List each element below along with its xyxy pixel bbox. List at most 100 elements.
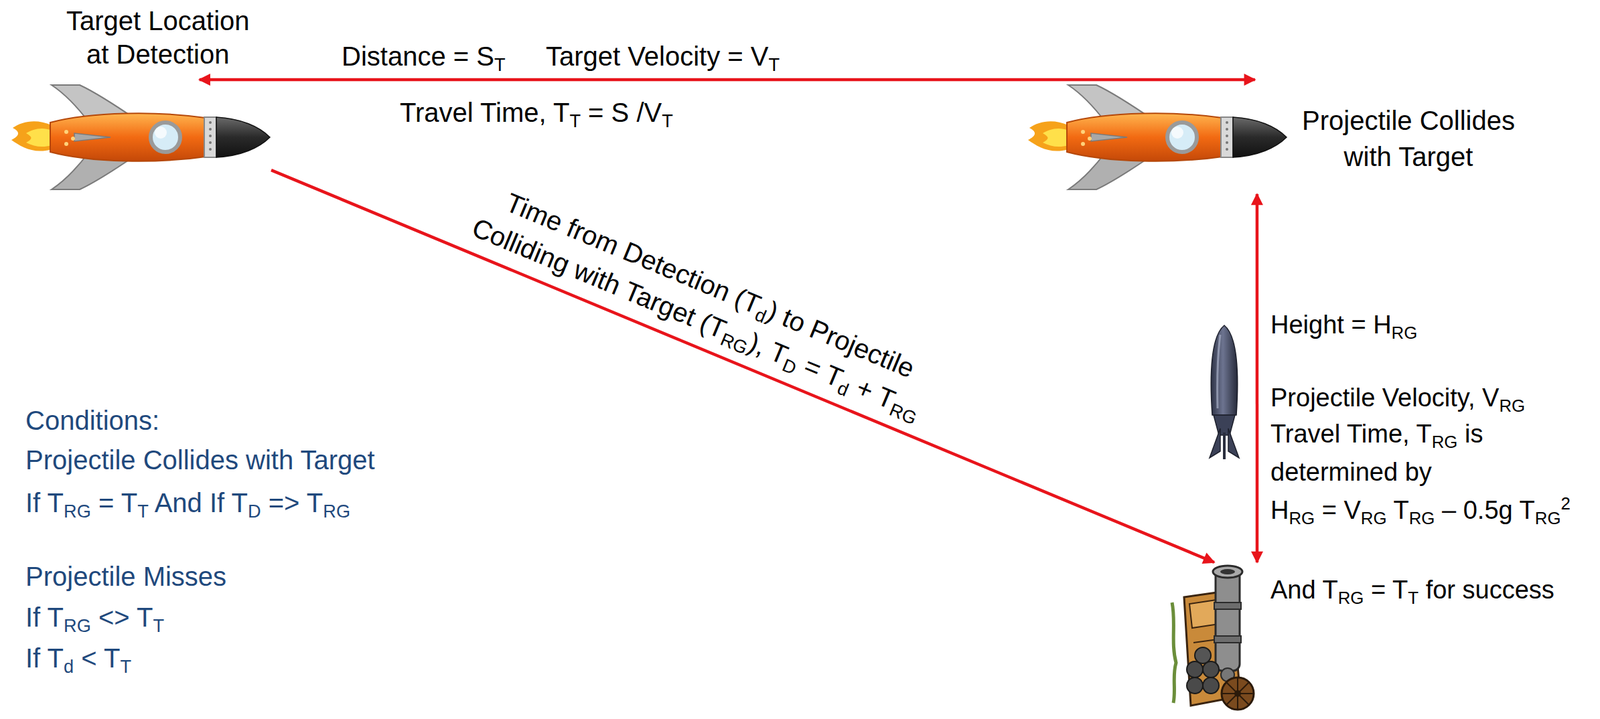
text-run: T: [768, 54, 780, 76]
dimension-arrow: [199, 78, 1256, 82]
text-run: 2: [1561, 493, 1571, 513]
equation-label: Travel Time, TRG is determined by HRG = …: [1270, 415, 1571, 530]
text-run: Distance = S: [341, 41, 495, 71]
quantity-label: Projectile Velocity, VRG: [1270, 381, 1525, 415]
edge-label: Distance = ST: [341, 39, 506, 74]
condition-text: If TRG <> TT: [25, 600, 165, 635]
text-run: T: [119, 656, 132, 678]
text-run: T: [1407, 588, 1419, 608]
text-run: RG: [1431, 431, 1459, 451]
text-run: T: [494, 54, 506, 76]
text-run: Projectile Collides with Target: [25, 445, 376, 475]
text-run: Travel Time, T: [399, 97, 570, 128]
condition-text: If TRG = TT And If TD => TRG: [25, 486, 351, 520]
text-run: RG: [63, 500, 92, 522]
text-line: Travel Time, TT = S /VT: [399, 95, 674, 130]
edge-label: Time from Detection (Td) to Projectile C…: [466, 176, 940, 428]
bomb-figure: [1209, 325, 1240, 460]
text-run: = T: [1363, 575, 1408, 605]
text-run: And If T: [148, 488, 248, 518]
text-run: for success: [1418, 575, 1555, 605]
text-run: T: [569, 110, 581, 132]
text-run: D: [247, 500, 262, 522]
text-run: RG: [1409, 508, 1436, 528]
text-line: Projectile Collides: [1301, 102, 1515, 139]
text-line: Colliding with Target (TRG), TD = Td + T…: [466, 209, 927, 429]
text-run: determined by: [1270, 458, 1432, 487]
text-line: HRG = VRG TRG – 0.5g TRG2: [1270, 491, 1571, 530]
condition-text: Projectile Collides with Target: [25, 443, 376, 477]
text-run: < T: [73, 643, 120, 674]
condition-text: If Td < TT: [25, 641, 132, 676]
text-run: If T: [25, 488, 64, 518]
text-line: And TRG = TT for success: [1270, 573, 1555, 607]
text-run: Target Velocity = V: [545, 41, 769, 71]
quantity-label: Travel Time, TT = S /VT: [399, 95, 674, 130]
text-line: Distance = ST: [341, 39, 506, 74]
text-run: => T: [261, 488, 324, 518]
text-line: Time from Detection (Td) to Projectile: [480, 176, 940, 396]
text-line: Projectile Velocity, VRG: [1270, 381, 1525, 415]
text-run: – 0.5g T: [1434, 496, 1535, 525]
text-line: at Detection: [66, 37, 250, 71]
text-run: T: [661, 110, 674, 132]
text-run: If T: [25, 602, 64, 633]
text-run: Travel Time, T: [1270, 419, 1432, 449]
dimension-arrow: [271, 170, 1215, 563]
text-run: Target Location: [66, 6, 250, 36]
text-line: determined by: [1270, 453, 1571, 492]
text-run: Projectile Velocity, V: [1270, 383, 1499, 412]
text-run: RG: [1360, 508, 1388, 528]
text-run: is: [1457, 419, 1483, 449]
text-run: d: [63, 656, 74, 678]
text-run: RG: [1391, 323, 1418, 343]
text-run: Height = H: [1270, 310, 1392, 339]
text-run: RG: [1338, 588, 1365, 608]
text-line: Travel Time, TRG is: [1270, 415, 1571, 454]
text-line: If TRG = TT And If TD => TRG: [25, 486, 351, 520]
text-run: RG: [63, 615, 92, 637]
condition-heading: Conditions:: [25, 403, 160, 438]
text-line: Conditions:: [25, 403, 160, 438]
text-run: Conditions:: [25, 405, 160, 436]
condition-note: And TRG = TT for success: [1270, 573, 1555, 607]
text-line: If TRG <> TT: [25, 600, 165, 635]
target-rocket: Target Location at Detection: [10, 79, 272, 195]
node-heading: Target Location at Detection: [66, 4, 250, 71]
text-run: at Detection: [86, 39, 230, 69]
text-run: RG: [322, 500, 351, 522]
node-heading: Projectile Collides with Target: [1301, 102, 1515, 175]
text-run: = S /V: [580, 97, 662, 128]
text-run: T: [137, 500, 149, 522]
text-line: Target Velocity = VT: [545, 39, 780, 74]
text-run: = V: [1314, 496, 1361, 525]
text-line: If Td < TT: [25, 641, 132, 676]
text-run: RG: [1498, 396, 1525, 416]
text-run: H: [1270, 496, 1289, 525]
text-run: If T: [25, 643, 64, 674]
text-line: with Target: [1301, 138, 1515, 175]
condition-heading: Projectile Misses: [25, 559, 227, 594]
text-run: T: [1387, 496, 1410, 525]
dimension-arrow: [1255, 194, 1260, 563]
text-run: Projectile Collides: [1301, 105, 1515, 136]
collision-rocket: Projectile Collides with Target: [1025, 79, 1290, 195]
text-run: RG: [1535, 508, 1562, 528]
rocket-figure: [11, 85, 270, 190]
quantity-label: Target Velocity = VT: [545, 39, 780, 74]
text-line: Projectile Misses: [25, 559, 227, 594]
rocket-figure: [1028, 85, 1287, 190]
text-run: <> T: [91, 602, 154, 633]
text-run: T: [153, 615, 165, 637]
text-run: Projectile Misses: [25, 561, 227, 592]
text-line: Projectile Collides with Target: [25, 443, 376, 477]
edge-label: Height = HRG: [1270, 308, 1418, 342]
text-line: Target Location: [66, 4, 250, 38]
text-run: RG: [1288, 508, 1315, 528]
text-run: And T: [1270, 575, 1339, 605]
text-run: with Target: [1344, 141, 1474, 172]
text-run: = T: [91, 488, 138, 518]
cannon: And TRG = TT for success: [1168, 562, 1270, 716]
cannon-figure: [1172, 565, 1254, 710]
